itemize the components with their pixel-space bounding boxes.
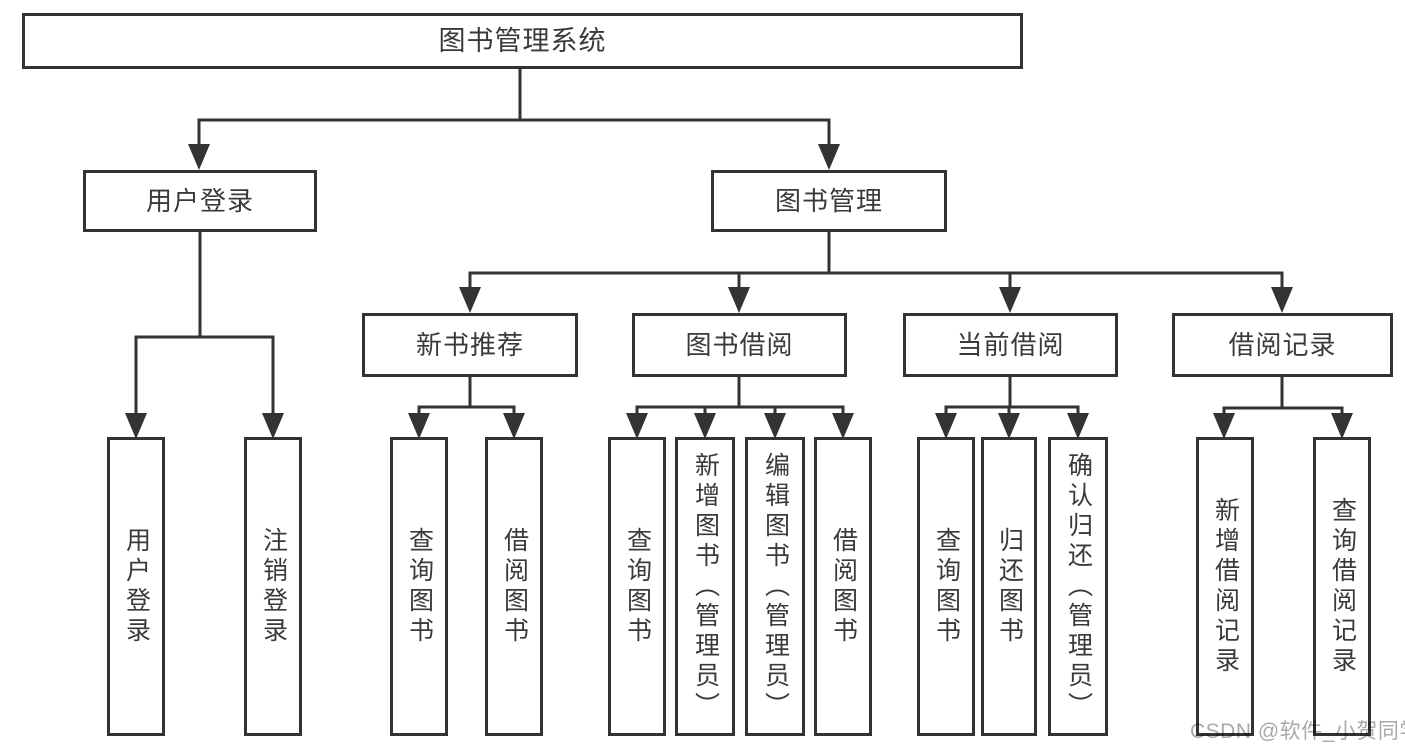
leaf-borrow-books-recommend: 借阅图书 [485,437,543,736]
node-book-management: 图书管理 [711,170,947,232]
leaf-borrow-books: 借阅图书 [814,437,872,736]
node-book-borrowing: 图书借阅 [632,313,847,377]
leaf-add-borrow-record: 新增借阅记录 [1196,437,1254,736]
leaf-logout: 注销登录 [244,437,302,736]
node-new-book-recommendation: 新书推荐 [362,313,578,377]
leaf-query-books-recommend: 查询图书 [390,437,448,736]
arrowheads [125,144,1353,439]
node-user-login: 用户登录 [83,170,317,232]
leaf-confirm-return-admin: 确认归还（管理员） [1048,437,1108,736]
leaf-edit-books-admin: 编辑图书（管理员） [745,437,805,736]
node-borrowing-records: 借阅记录 [1172,313,1393,377]
tree-edges [134,67,1344,417]
leaf-query-books-borrowing: 查询图书 [608,437,666,736]
leaf-user-login: 用户登录 [107,437,165,736]
csdn-watermark: CSDN @软件_小贺同学 [1190,720,1405,743]
leaf-query-books-current: 查询图书 [917,437,975,736]
leaf-return-books: 归还图书 [981,437,1037,736]
leaf-add-books-admin: 新增图书（管理员） [675,437,735,736]
node-current-borrowing: 当前借阅 [903,313,1118,377]
leaf-query-borrow-record: 查询借阅记录 [1313,437,1371,736]
node-library-management-system: 图书管理系统 [22,13,1023,69]
